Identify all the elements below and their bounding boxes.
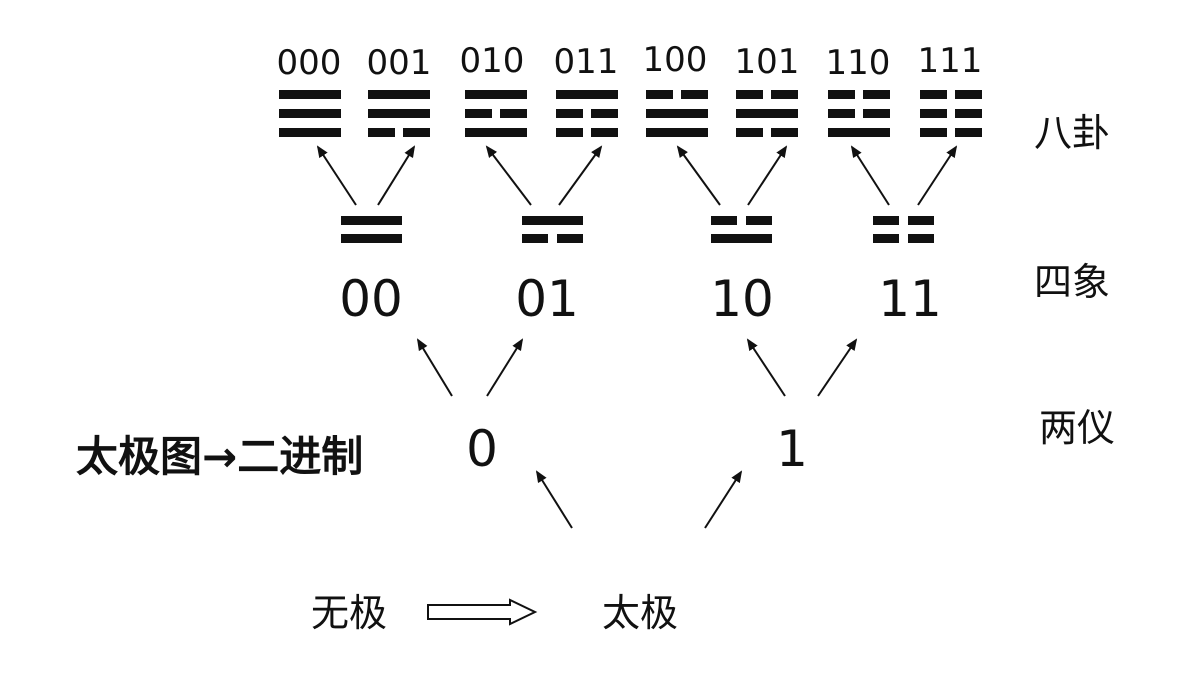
arrow — [485, 145, 532, 206]
arrow — [704, 470, 743, 529]
bigram-11-icon — [873, 216, 934, 243]
bagua-code: 001 — [367, 43, 432, 83]
bagua-code: 100 — [643, 40, 708, 80]
arrow — [535, 470, 573, 529]
liangyi-digit: 1 — [776, 420, 808, 478]
bigram-symbols — [341, 216, 934, 243]
trigram-001-icon — [368, 90, 430, 137]
bigram-10-icon — [711, 216, 772, 243]
arrow — [917, 145, 958, 206]
arrow — [746, 338, 786, 397]
trigram-110-icon — [828, 90, 890, 137]
bagua-code: 101 — [735, 42, 800, 82]
trigram-011-icon — [556, 90, 618, 137]
wuji-label: 无极 — [311, 591, 387, 635]
sixiang-code: 10 — [710, 270, 774, 328]
level-label-liangyi: 两仪 — [1039, 406, 1115, 450]
trigram-010-icon — [465, 90, 527, 137]
bigram-00-icon — [341, 216, 402, 243]
bagua-code: 000 — [277, 43, 342, 83]
arrow — [850, 145, 890, 206]
bagua-code: 110 — [826, 43, 891, 83]
diagram-title: 太极图→二进制 — [76, 432, 363, 481]
arrow — [676, 145, 721, 206]
sixiang-code: 11 — [878, 270, 942, 328]
level-label-sixiang: 四象 — [1034, 260, 1110, 304]
level-label-bagua: 八卦 — [1034, 111, 1110, 155]
trigram-000-icon — [279, 90, 341, 137]
arrow — [486, 338, 524, 397]
hollow-arrow-icon — [427, 598, 538, 626]
trigram-101-icon — [736, 90, 798, 137]
taiji-label: 太极 — [602, 591, 678, 635]
bagua-code: 011 — [554, 42, 619, 82]
trigram-111-icon — [920, 90, 982, 137]
bagua-code: 111 — [918, 41, 983, 81]
bigram-01-icon — [522, 216, 583, 243]
trigram-100-icon — [646, 90, 708, 137]
sixiang-code: 00 — [339, 270, 403, 328]
trigram-symbols — [279, 90, 982, 137]
bagua-code: 010 — [460, 41, 525, 81]
arrow — [377, 145, 416, 206]
liangyi-digit: 0 — [466, 420, 498, 478]
arrow — [747, 145, 788, 206]
arrow — [558, 145, 603, 206]
arrow — [316, 145, 357, 206]
sixiang-code: 01 — [515, 270, 579, 328]
arrow — [817, 338, 858, 397]
arrow — [416, 338, 453, 397]
